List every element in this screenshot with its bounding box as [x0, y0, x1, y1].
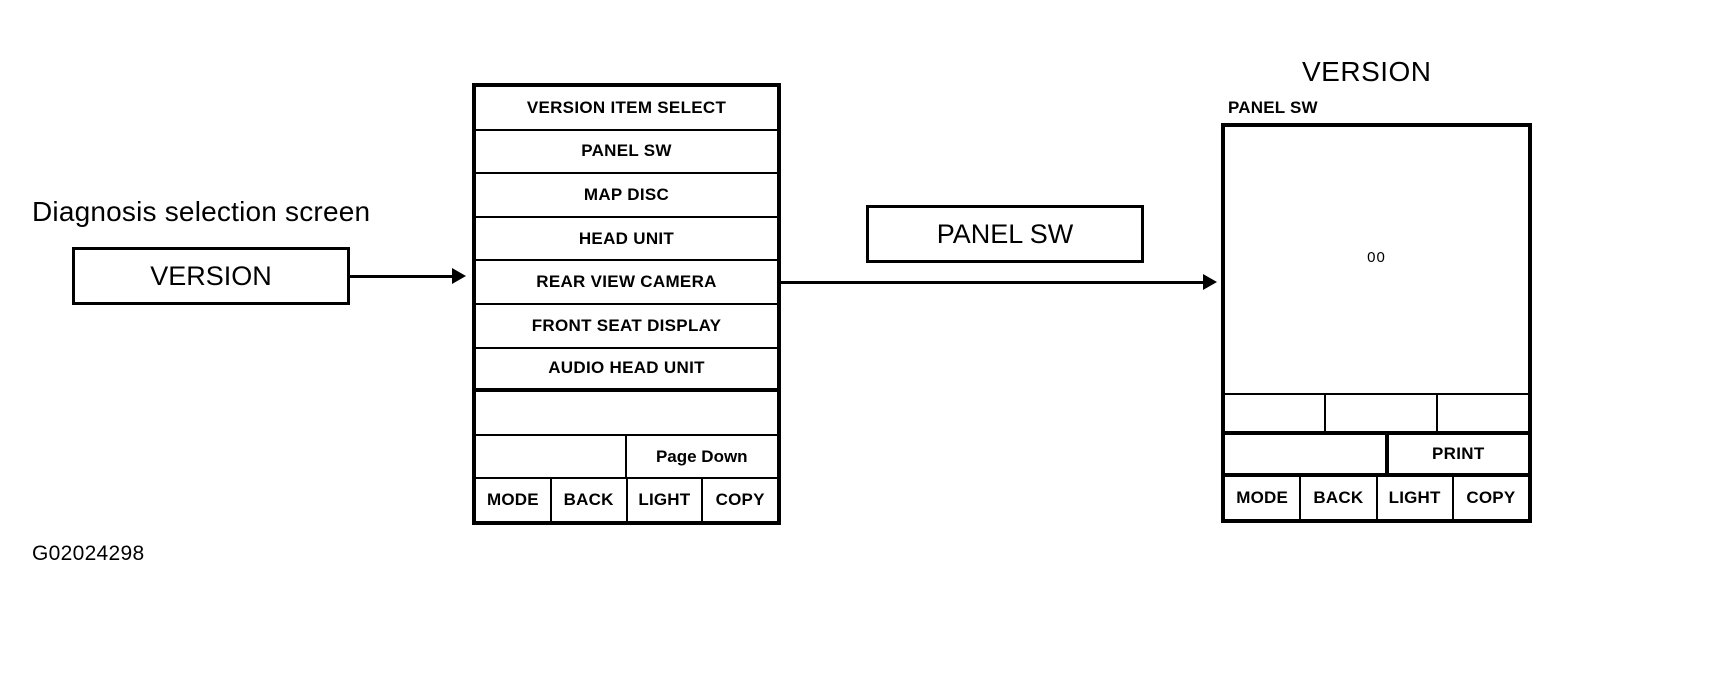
menu-button-back[interactable]: BACK	[552, 479, 628, 521]
menu-button-copy[interactable]: COPY	[715, 490, 765, 510]
result-screen-title: VERSION	[1302, 56, 1432, 87]
menu-item-map-disc[interactable]: MAP DISC	[476, 174, 777, 218]
menu-item-head-unit[interactable]: HEAD UNIT	[476, 218, 777, 262]
page-down-button[interactable]: Page Down	[655, 446, 748, 466]
result-button-back[interactable]: BACK	[1301, 477, 1378, 519]
result-softkey-row: MODE BACK LIGHT COPY	[1225, 477, 1528, 519]
arrow-version-to-menu-line	[350, 275, 454, 278]
result-button-light[interactable]: LIGHT	[1378, 477, 1454, 519]
arrow-version-to-menu-head	[452, 268, 466, 284]
menu-blank-row	[476, 392, 777, 436]
menu-screen-header: VERSION ITEM SELECT	[476, 87, 777, 131]
menu-button-mode[interactable]: MODE	[476, 479, 552, 521]
result-button-mode[interactable]: MODE	[1225, 477, 1302, 519]
result-screen-subtitle: PANEL SW	[1228, 98, 1318, 117]
version-selection-button[interactable]: VERSION	[72, 247, 350, 305]
menu-button-light[interactable]: LIGHT	[628, 479, 704, 521]
menu-item-panel-sw[interactable]: PANEL SW	[476, 131, 777, 175]
result-soft-row	[1225, 393, 1528, 435]
menu-item-rear-view-camera[interactable]: REAR VIEW CAMERA	[476, 261, 777, 305]
menu-item-audio-head-unit[interactable]: AUDIO HEAD UNIT	[476, 349, 777, 393]
result-version-value: 00	[1367, 249, 1386, 266]
result-data-area: 00	[1225, 127, 1528, 393]
result-print-empty-cell	[1225, 435, 1389, 473]
panel-sw-selection-callout[interactable]: PANEL SW	[866, 205, 1144, 263]
arrow-menu-to-result-line	[781, 281, 1211, 284]
result-soft-cell-2[interactable]	[1326, 395, 1439, 431]
figure-reference-code: G02024298	[32, 542, 145, 565]
result-soft-cell-3[interactable]	[1438, 395, 1528, 431]
menu-paging-empty-cell	[476, 435, 627, 478]
diagnosis-selection-caption: Diagnosis selection screen	[32, 196, 371, 227]
version-item-select-screen: VERSION ITEM SELECT PANEL SW MAP DISC HE…	[472, 83, 781, 525]
menu-softkey-row: MODE BACK LIGHT COPY	[476, 479, 777, 521]
result-button-copy[interactable]: COPY	[1466, 488, 1516, 507]
menu-paging-row: Page Down	[476, 435, 777, 480]
arrow-menu-to-result-head	[1203, 274, 1217, 290]
print-button[interactable]: PRINT	[1432, 444, 1485, 463]
panel-sw-version-result-screen: 00 PRINT MODE BACK LIGHT COPY	[1221, 123, 1532, 523]
result-print-row: PRINT	[1225, 435, 1528, 477]
result-soft-cell-1[interactable]	[1225, 395, 1327, 431]
menu-item-front-seat-display[interactable]: FRONT SEAT DISPLAY	[476, 305, 777, 349]
